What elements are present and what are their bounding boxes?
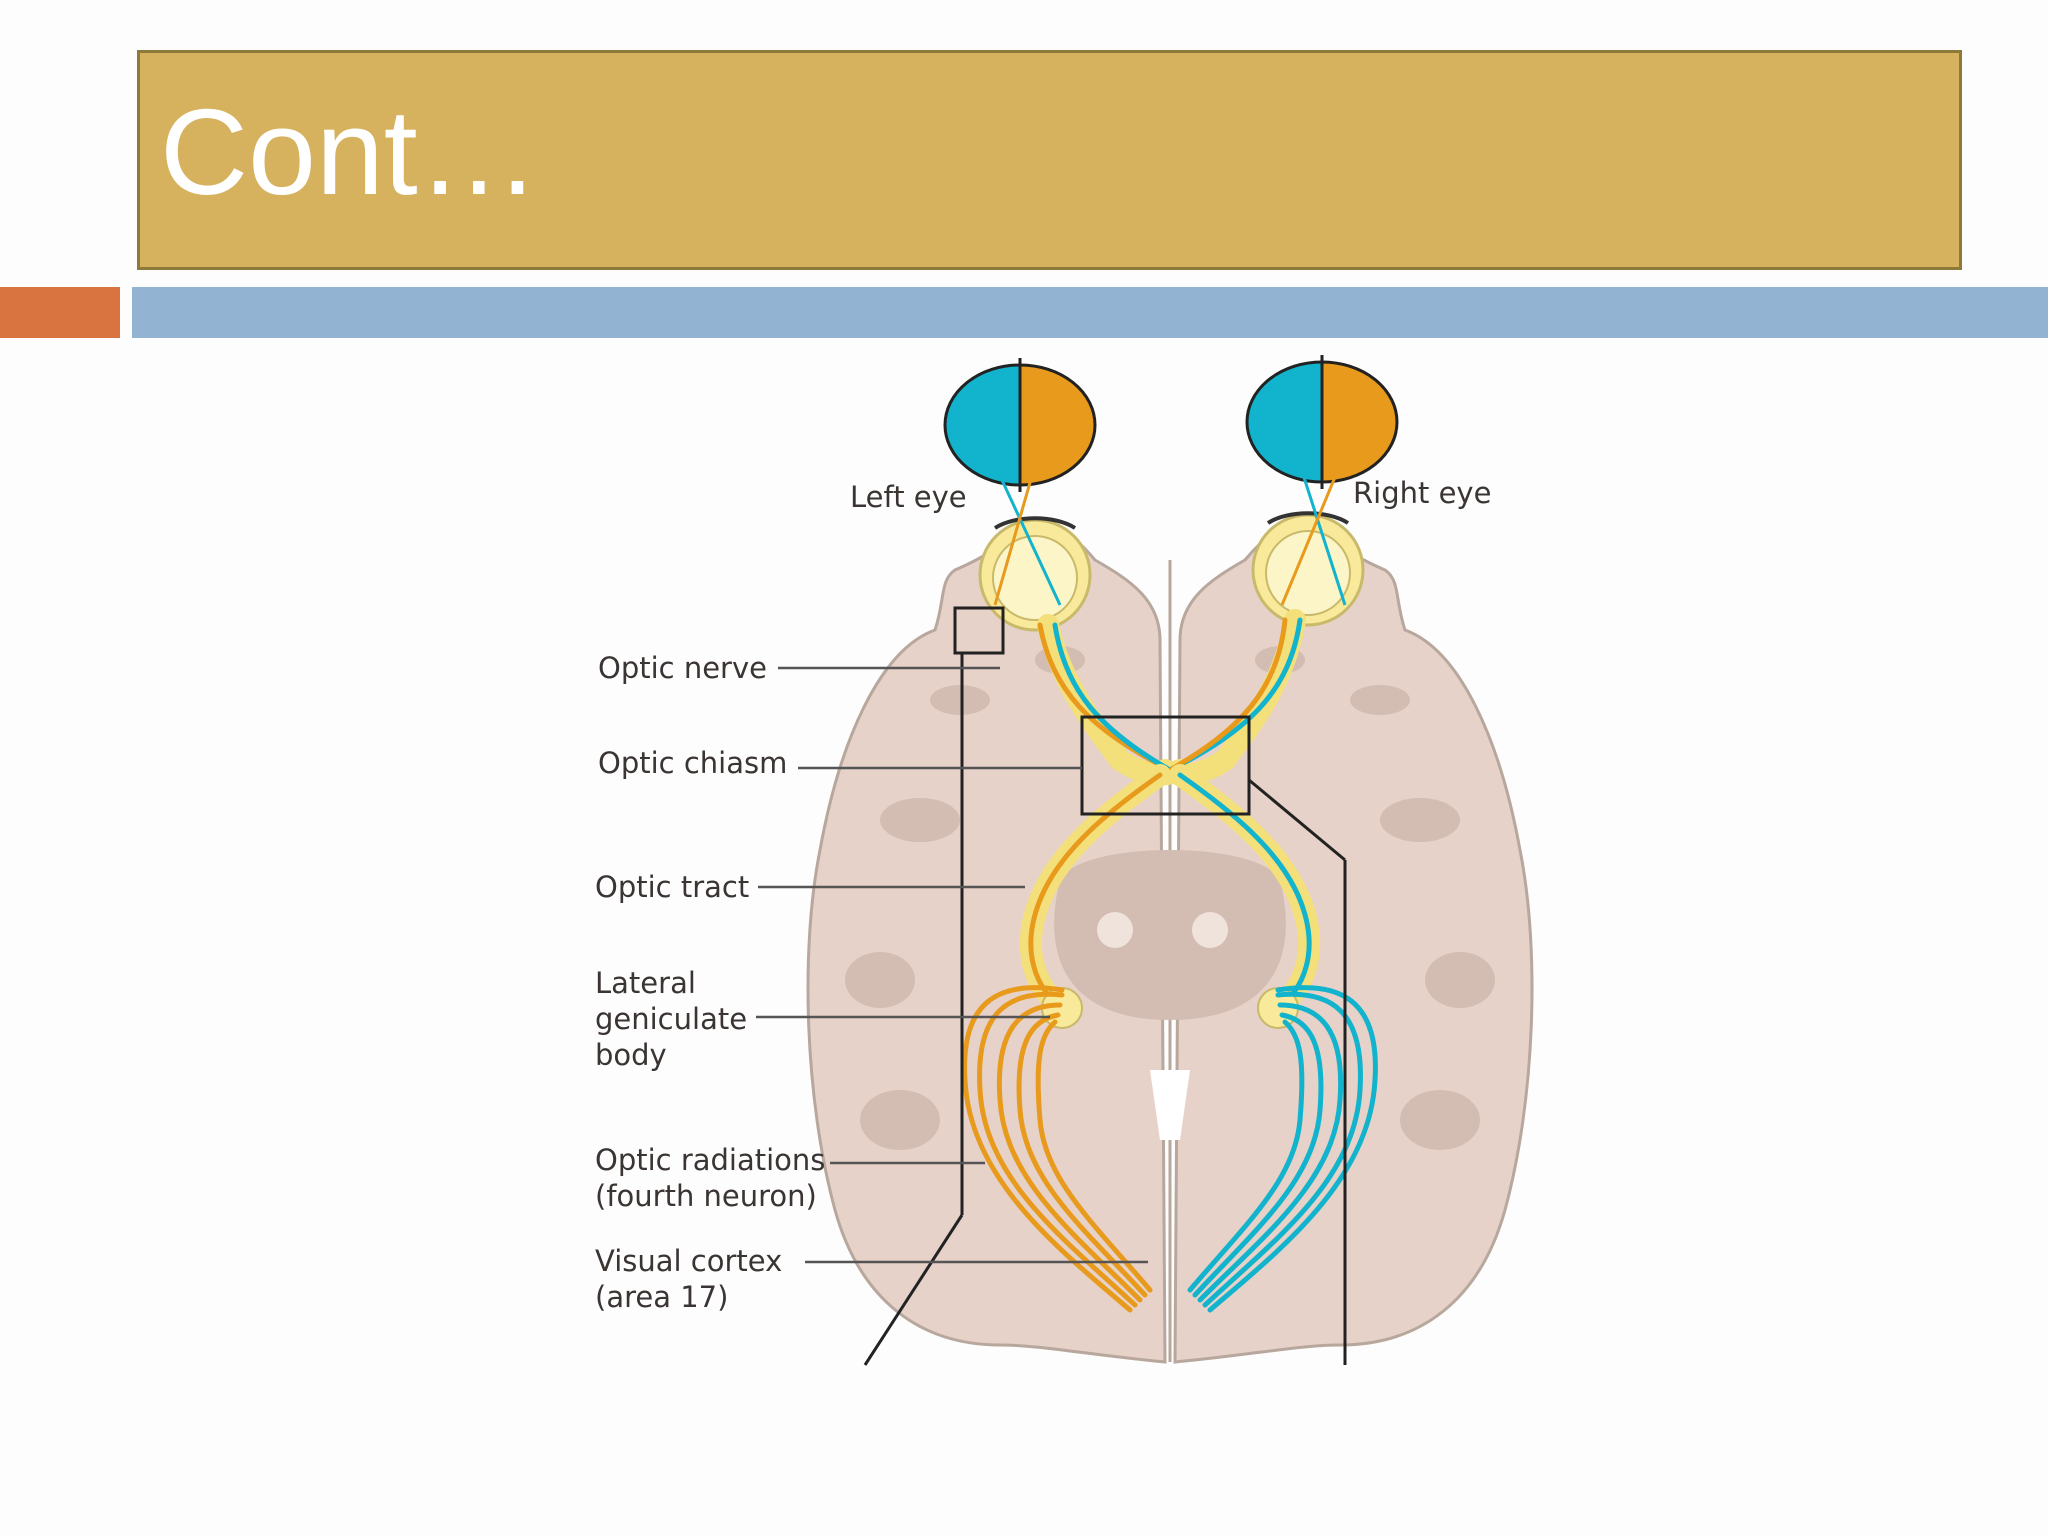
right-optic-radiations [1187, 985, 1378, 1313]
optic-tract-label: Optic tract [595, 870, 749, 904]
right-eye-label: Right eye [1353, 476, 1491, 510]
accent-bar-orange [0, 287, 120, 338]
lateral-geniculate-body-label: Lateral geniculate body [595, 966, 756, 1072]
slide-title: Cont… [160, 84, 540, 220]
optic-nerve-label: Optic nerve [598, 651, 767, 685]
left-optic-radiations [962, 985, 1153, 1313]
structure-labels: Optic nerve Optic chiasm Optic tract Lat… [595, 651, 835, 1314]
annotation-boxes [863, 606, 1347, 1366]
optic-chiasm-box [1080, 715, 1251, 816]
light-rays [993, 464, 1347, 606]
right-eye-visual-field [1245, 355, 1399, 489]
left-eyeball [978, 516, 1092, 632]
optic-radiations-label: Optic radiations (fourth neuron) [595, 1143, 835, 1213]
optic-nerve-box [953, 606, 1005, 655]
right-eyeball [1251, 511, 1365, 627]
title-bar: Cont… [137, 50, 1962, 270]
visual-cortex-label: Visual cortex (area 17) [595, 1244, 792, 1314]
visual-pathway-diagram: Left eye Right eye Optic nerve Optic chi… [595, 355, 1534, 1366]
accent-bar-blue [132, 287, 2048, 338]
label-leader-lines [756, 666, 1148, 1264]
left-eye-visual-field [943, 358, 1097, 492]
optic-chiasm-label: Optic chiasm [598, 746, 787, 780]
brain-outline [806, 518, 1534, 1364]
left-eye-label: Left eye [850, 480, 967, 514]
optic-pathways [1019, 609, 1321, 1021]
